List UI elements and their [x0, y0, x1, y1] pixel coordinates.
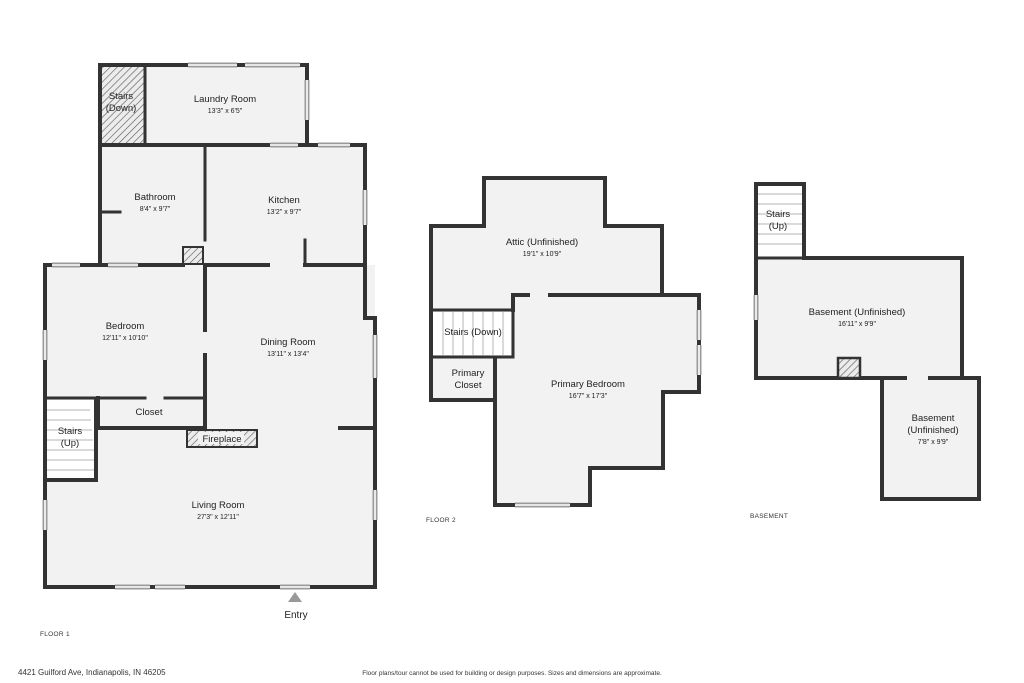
- room-dining-name: Dining Room: [261, 337, 316, 348]
- stairs-up-floor1: [45, 398, 98, 482]
- footer-address: 4421 Guilford Ave, Indianapolis, IN 4620…: [18, 668, 166, 677]
- entry-arrow-icon: [288, 592, 302, 602]
- stairs-down-hatch: [102, 67, 144, 143]
- floor-1-label: FLOOR 1: [40, 631, 70, 638]
- room-dining-dims: 13'11" x 13'4": [267, 351, 309, 358]
- room-bathroom-dims: 8'4" x 9'7": [140, 206, 171, 213]
- room-stairs-down-label: Stairs(Down): [106, 91, 137, 114]
- room-basement-main-dims: 16'11" x 9'9": [838, 321, 876, 328]
- basement-walls: [754, 182, 981, 501]
- floor-2: Attic (Unfinished) 19'1" x 10'9" Stairs …: [426, 176, 702, 524]
- room-living-name: Living Room: [192, 500, 245, 511]
- room-closet-name: Closet: [136, 407, 163, 418]
- room-attic-dims: 19'1" x 10'9": [523, 251, 562, 258]
- room-kitchen-name: Kitchen: [268, 195, 300, 206]
- floor-1-windows: [42, 62, 378, 590]
- entry-label: Entry: [284, 610, 307, 621]
- room-basement-small-dims: 7'8" x 9'9": [918, 439, 949, 446]
- floor-1: Stairs(Down) Laundry Room 13'3" x 6'5" B…: [40, 62, 378, 638]
- room-fireplace-name: Fireplace: [202, 434, 241, 445]
- room-primary-bedroom-dims: 16'7" x 17'3": [569, 393, 608, 400]
- footer-disclaimer: Floor plans/tour cannot be used for buil…: [362, 670, 662, 677]
- room-basement-main-name: Basement (Unfinished): [809, 307, 906, 318]
- room-basement-small-label: Basement(Unfinished): [907, 413, 958, 436]
- room-stairs-up-label: Stairs(Up): [58, 426, 83, 449]
- floor-2-stairs: [433, 312, 511, 355]
- basement-stairs: [758, 193, 802, 245]
- room-attic-name: Attic (Unfinished): [506, 237, 578, 248]
- room-primary-bedroom-name: Primary Bedroom: [551, 379, 625, 390]
- room-living-dims: 27'3" x 12'11": [197, 514, 239, 521]
- room-laundry-dims: 13'3" x 6'5": [208, 108, 243, 115]
- room-bathroom-name: Bathroom: [134, 192, 175, 203]
- floor-2-walls: [429, 176, 701, 507]
- basement: Stairs(Up) Basement (Unfinished) 16'11" …: [750, 182, 981, 520]
- room-kitchen-dims: 13'2" x 9'7": [267, 209, 302, 216]
- floor-2-windows: [515, 310, 702, 508]
- floor-1-walls: [43, 63, 377, 589]
- room-stairs-down-f2-name: Stairs (Down): [444, 327, 502, 338]
- room-basement-stairs-label: Stairs(Up): [766, 209, 791, 232]
- room-laundry-name: Laundry Room: [194, 94, 256, 105]
- basement-label: BASEMENT: [750, 513, 788, 520]
- floor-2-label: FLOOR 2: [426, 517, 456, 524]
- room-bedroom-name: Bedroom: [106, 321, 145, 332]
- room-bedroom-dims: 12'11" x 10'10": [102, 335, 148, 342]
